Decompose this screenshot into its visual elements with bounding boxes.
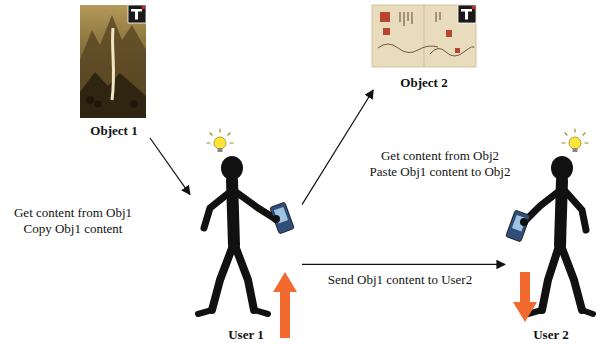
- painting-two: [372, 5, 476, 67]
- mountain-shape: [80, 15, 146, 118]
- painting-ground: [372, 5, 476, 67]
- tag-icon: [458, 5, 476, 23]
- calligraphy: [400, 12, 440, 26]
- seal: [455, 48, 460, 53]
- waterfall: [112, 28, 114, 100]
- action-label: Send Obj1 content to User2: [326, 272, 474, 288]
- tag-icon-mark: [131, 9, 142, 20]
- flow-arrow: [150, 138, 190, 195]
- figure-node: Object 1: [78, 4, 150, 138]
- lightbulb-base: [573, 148, 578, 152]
- fold-line: [424, 5, 425, 67]
- tree: [130, 100, 138, 108]
- object-label: Object 1: [90, 123, 137, 138]
- download-arrow: [513, 272, 537, 322]
- tag-icon: [128, 5, 146, 23]
- ink-stroke: [378, 44, 438, 53]
- body: [526, 180, 593, 314]
- object-label: User 2: [533, 327, 569, 342]
- seal: [383, 28, 390, 35]
- hand: [272, 215, 280, 223]
- figure-node: User 1: [190, 140, 302, 342]
- tag-icon-mark: [461, 9, 472, 20]
- object-label: Object 2: [400, 75, 447, 90]
- seal: [380, 12, 390, 22]
- tag-icon-dot: [142, 6, 146, 10]
- hand: [520, 218, 528, 226]
- action-label: Get content from Obj1 Copy Obj1 content: [12, 205, 135, 237]
- body: [198, 180, 274, 314]
- painting-one: [80, 5, 146, 118]
- object-label: User 1: [228, 327, 264, 342]
- handheld-device: [506, 210, 531, 242]
- painting-ground: [80, 5, 146, 118]
- handheld-device: [270, 202, 295, 234]
- figure-node: Object 2: [370, 4, 478, 90]
- ink-stroke: [430, 47, 474, 56]
- action-label: Get content from Obj2 Paste Obj1 content…: [368, 148, 513, 180]
- lightbulb: [214, 137, 226, 149]
- flow-arrow: [302, 264, 505, 265]
- tree: [86, 96, 94, 104]
- flow-arrow: [302, 90, 373, 205]
- lightbulb: [569, 137, 581, 149]
- figure-node: User 2: [505, 140, 597, 342]
- tag-icon-dot: [472, 6, 476, 10]
- lightbulb-base: [218, 148, 223, 152]
- stick-figure: [198, 129, 297, 338]
- tree: [95, 101, 102, 108]
- upload-arrow: [273, 272, 297, 338]
- seal: [446, 30, 452, 37]
- stick-figure: [506, 129, 593, 322]
